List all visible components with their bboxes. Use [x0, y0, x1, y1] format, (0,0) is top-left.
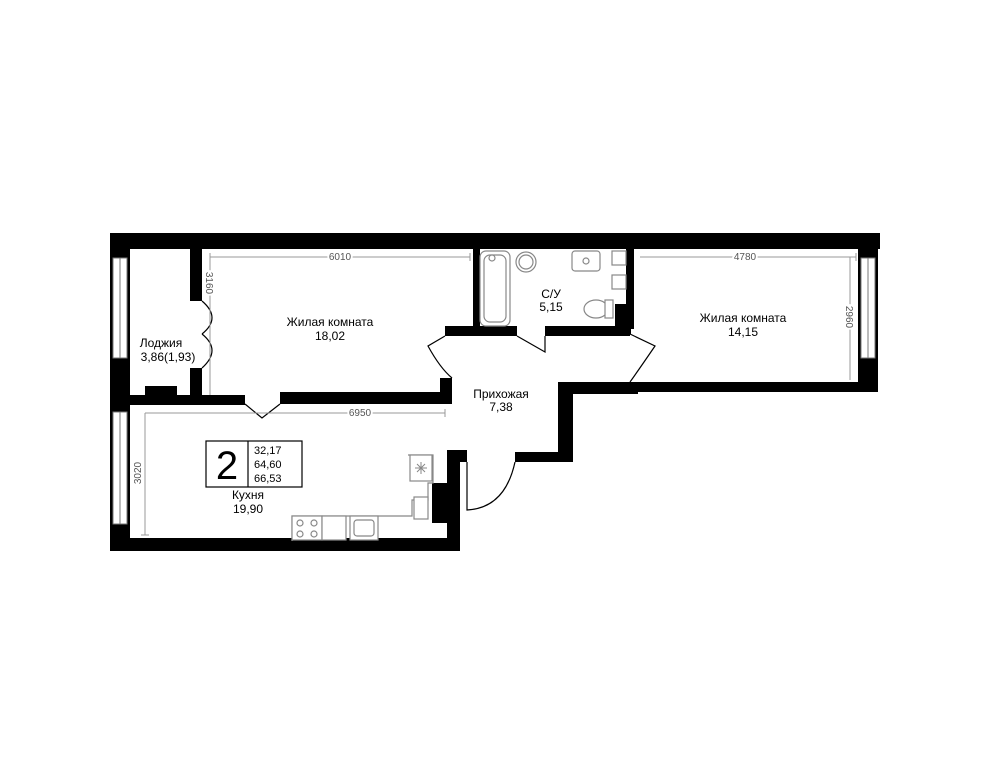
living1-depth-label: 3160: [203, 272, 214, 295]
bathroom-name: С/У: [541, 287, 561, 301]
living-area-value: 32,17: [254, 445, 282, 457]
loggia-area: 3,86(1,93): [141, 350, 196, 364]
living2-width-label: 4780: [734, 252, 757, 263]
living1-name: Жилая комната: [287, 315, 374, 329]
windows: [112, 257, 876, 525]
living1-width-label: 6010: [329, 252, 352, 263]
bathroom-area: 5,15: [539, 300, 563, 314]
kitchen-width-label: 6950: [349, 408, 372, 419]
dimension-lines: 6010 3160 4780 2960 6950 3020: [131, 250, 857, 536]
living2-area: 14,15: [728, 325, 758, 339]
kitchen-depth-label: 3020: [133, 461, 144, 484]
living2-name: Жилая комната: [700, 311, 787, 325]
kitchen-name: Кухня: [232, 488, 264, 502]
total-area-value: 64,60: [254, 459, 282, 471]
kitchen-area: 19,90: [233, 502, 263, 516]
room-labels: Жилая комната 18,02 Жилая комната 14,15 …: [140, 287, 787, 516]
room-count: 2: [216, 444, 238, 488]
loggia-name: Лоджия: [140, 336, 183, 350]
hallway-area: 7,38: [489, 400, 513, 414]
stove: [291, 515, 323, 541]
area-summary-badge: 2 32,17 64,60 66,53: [205, 440, 303, 488]
kitchen-fixtures: [291, 454, 434, 541]
living1-area: 18,02: [315, 329, 345, 343]
total-with-loggia-value: 66,53: [254, 473, 282, 485]
bathroom-fixtures: [479, 250, 627, 327]
doors: [201, 300, 656, 511]
living2-depth-label: 2960: [843, 306, 854, 329]
hallway-name: Прихожая: [473, 387, 529, 401]
